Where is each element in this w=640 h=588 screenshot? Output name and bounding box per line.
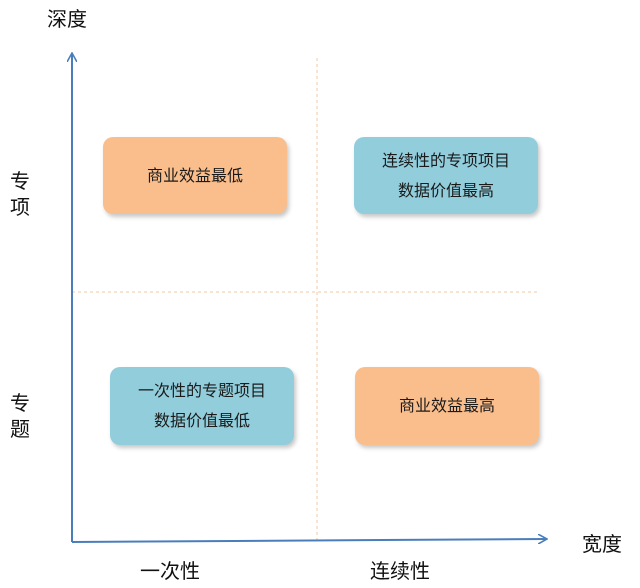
quadrant-top-right-line-1: 连续性的专项项目 (381, 150, 510, 170)
quadrant-bottom-left: 一次性的专题项目 数据价值最低 (110, 367, 294, 445)
y-axis-title: 深度 (47, 7, 87, 31)
quadrant-bottom-right-line-1: 商业效益最高 (398, 396, 495, 415)
quadrant-top-left-line-1: 商业效益最低 (146, 165, 243, 185)
y-label-top-char-2: 项 (10, 195, 30, 219)
y-label-bottom: 专 题 (8, 390, 32, 442)
quadrant-top-right: 连续性的专项项目 数据价值最高 (354, 137, 538, 214)
quadrant-top-left: 商业效益最低 (103, 137, 287, 214)
x-axis-title: 宽度 (582, 532, 622, 556)
quadrant-bottom-left-line-1: 一次性的专题项目 (137, 381, 266, 400)
quadrant-bottom-left-line-2: 数据价值最低 (153, 411, 250, 430)
x-axis (71, 539, 546, 542)
y-label-bottom-char-2: 题 (10, 417, 30, 441)
quadrant-bottom-right: 商业效益最高 (355, 367, 539, 445)
x-label-left: 一次性 (140, 559, 200, 583)
y-label-top-char-1: 专 (10, 169, 30, 193)
y-label-bottom-char-1: 专 (10, 391, 30, 415)
quadrant-top-right-line-2: 数据价值最高 (397, 180, 494, 200)
x-label-right: 连续性 (370, 559, 430, 583)
y-label-top: 专 项 (8, 168, 32, 220)
